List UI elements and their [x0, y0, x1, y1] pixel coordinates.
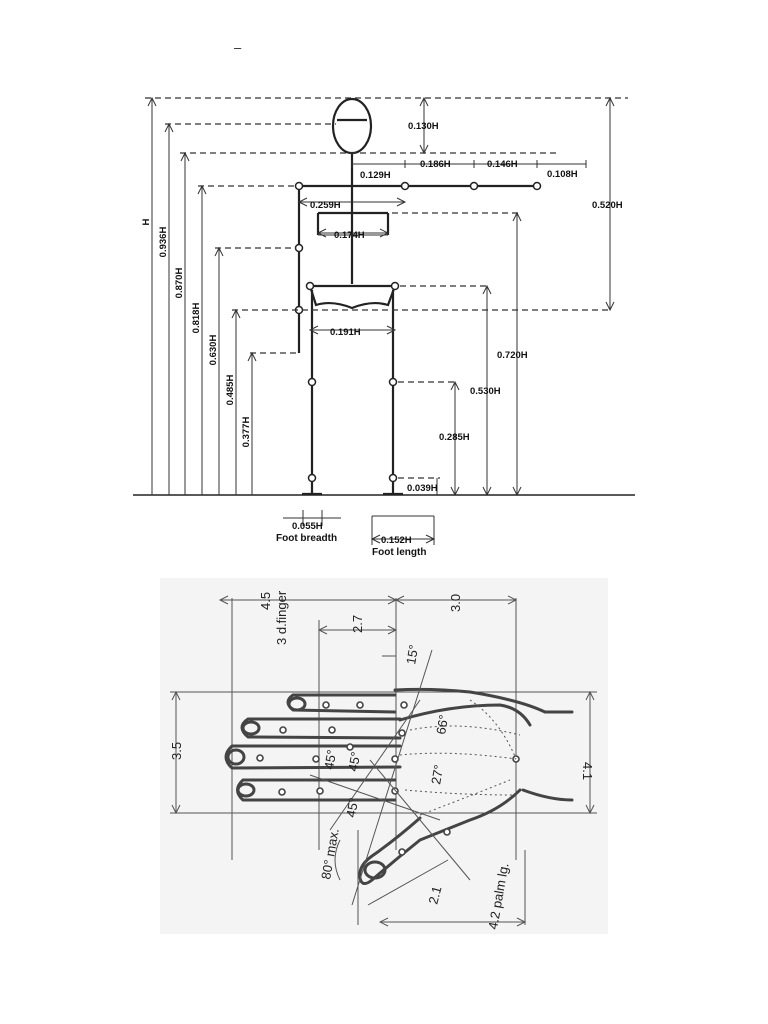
body-proportion-diagram: H 0.936H 0.870H 0.818H 0.630H 0.485H 0.3… — [133, 96, 635, 558]
label-foot-length: Foot length — [372, 547, 426, 558]
label-height-total: H — [141, 218, 152, 225]
label-foot-length-value: 0.152H — [381, 535, 412, 546]
label-hip-to-floor: 0.530H — [470, 386, 501, 397]
label-angle-45a: 45° — [321, 749, 339, 771]
label-hip-width: 0.191H — [330, 327, 361, 338]
label-height-hip: 0.630H — [208, 335, 219, 366]
label-knee: 0.285H — [439, 432, 470, 443]
label-foot-breadth-value: 0.055H — [292, 521, 323, 532]
label-finger-name: 3 d.finger — [274, 590, 289, 645]
label-height-eye: 0.936H — [158, 227, 169, 258]
label-angle-66: 66° — [433, 714, 451, 736]
label-finger-seg: 2.7 — [350, 615, 365, 633]
label-shoulder-half: 0.129H — [360, 170, 391, 181]
label-width-left: 3.5 — [169, 742, 184, 760]
label-angle-27: 27° — [428, 764, 446, 786]
label-angle-45c: 45° — [343, 797, 361, 819]
label-chest-width: 0.174H — [334, 230, 365, 241]
label-height-wrist: 0.485H — [225, 375, 236, 406]
height-dimension-lines — [147, 96, 257, 495]
label-finger-length: 4.5 — [258, 592, 273, 610]
label-palm-width-top: 3.0 — [448, 594, 463, 612]
label-angle-15: 15° — [403, 644, 421, 666]
label-upper-arm: 0.186H — [420, 159, 451, 170]
label-height-fingertip: 0.377H — [241, 417, 252, 448]
label-ankle: 0.039H — [407, 483, 438, 494]
label-width-right: 4.1 — [580, 762, 595, 780]
label-thumb: 2.1 — [425, 884, 444, 905]
label-height-shoulder: 0.870H — [174, 268, 185, 299]
page-mark: – — [234, 40, 242, 55]
label-shoulder-to-floor: 0.720H — [497, 350, 528, 361]
hand-outline — [358, 687, 574, 885]
label-forearm: 0.146H — [487, 159, 518, 170]
label-angle-45b: 45° — [345, 751, 363, 773]
label-arm-span: 0.520H — [592, 200, 623, 211]
label-height-chest: 0.818H — [191, 303, 202, 334]
label-shoulder-width: 0.259H — [310, 200, 341, 211]
label-hand: 0.108H — [547, 169, 578, 180]
label-foot-breadth: Foot breadth — [276, 533, 337, 544]
label-head: 0.130H — [408, 121, 439, 132]
